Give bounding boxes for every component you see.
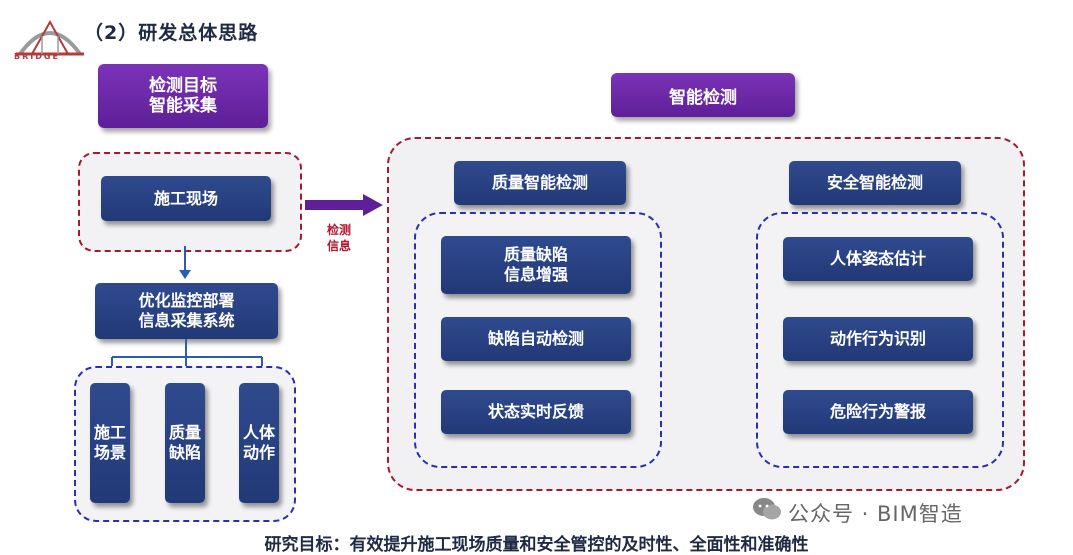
- arrow-down-connector: [179, 246, 191, 279]
- bridge-logo-icon: [16, 19, 84, 56]
- goal-line-1: 检测目标: [149, 75, 217, 96]
- smart-detect-label: 智能检测: [669, 87, 737, 108]
- collect-item-scene: 施工 场景: [90, 383, 130, 503]
- wechat-icon: [753, 498, 781, 520]
- collect-item-defect: 质量 缺陷: [165, 383, 205, 503]
- quality-item-enhance: 质量缺陷 信息增强: [441, 236, 631, 294]
- research-goal: 研究目标：有效提升施工现场质量和安全管控的及时性、全面性和准确性: [264, 535, 809, 555]
- site-label: 施工现场: [153, 188, 218, 208]
- safety-item-alarm: 危险行为警报: [783, 390, 973, 434]
- collect-item-action: 人体 动作: [239, 383, 279, 503]
- smart-detect-box: 智能检测: [611, 73, 795, 117]
- site-box: 施工现场: [101, 176, 271, 221]
- safety-header: 安全智能检测: [789, 161, 961, 205]
- goal-line-2: 智能采集: [149, 96, 217, 116]
- logo-text: BRIDGE: [14, 52, 60, 61]
- quality-item-feedback: 状态实时反馈: [441, 390, 631, 434]
- goal-box: 检测目标 智能采集: [98, 64, 268, 128]
- watermark-text: 公众号 · BIM智造: [788, 502, 963, 526]
- quality-header: 质量智能检测: [454, 161, 626, 205]
- system-box: 优化监控部署 信息采集系统: [95, 283, 278, 339]
- arrow-right-icon: [305, 194, 383, 216]
- arrow-label: 检测 信息: [326, 223, 351, 254]
- system-line-1: 优化监控部署: [138, 291, 235, 310]
- quality-item-auto-detect: 缺陷自动检测: [441, 317, 631, 361]
- safety-item-pose: 人体姿态估计: [783, 237, 973, 281]
- system-line-2: 信息采集系统: [138, 311, 235, 330]
- page-title: （2）研发总体思路: [84, 22, 259, 44]
- safety-item-action-recog: 动作行为识别: [783, 317, 973, 361]
